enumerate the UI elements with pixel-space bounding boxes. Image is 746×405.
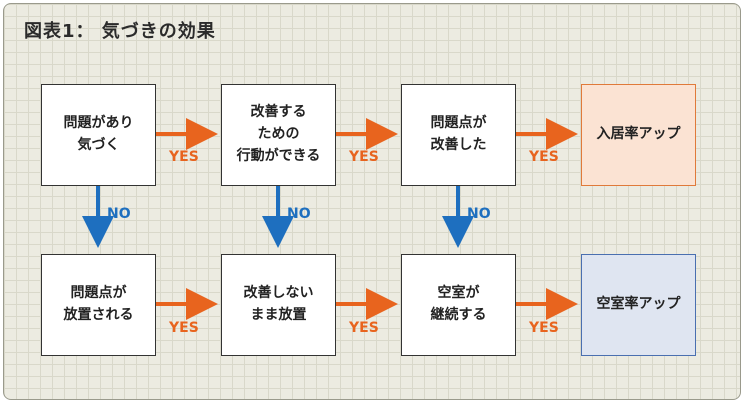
yes-label-top-3: YES — [529, 149, 559, 165]
diagram-title: 図表1： 気づきの効果 — [24, 21, 216, 42]
arrow-layer — [82, 118, 578, 320]
yes-label-bottom-1: YES — [169, 320, 199, 336]
box-occupancy-up: 入居率アップ — [581, 84, 696, 186]
box-problem-improved: 問題点が 改善した — [401, 84, 516, 186]
no-label-3: NO — [467, 206, 491, 222]
box-no-improvement: 改善しない まま放置 — [221, 254, 336, 356]
no-label-2: NO — [287, 206, 311, 222]
diagram-panel: 図表1： 気づきの効果 問題があり 気づく 改善する ための 行動ができる 問題… — [3, 3, 741, 400]
yes-label-bottom-2: YES — [349, 320, 379, 336]
box-improvement-action: 改善する ための 行動ができる — [221, 84, 336, 186]
box-problem-noticed: 問題があり 気づく — [41, 84, 156, 186]
no-label-1: NO — [107, 206, 131, 222]
box-vacancy-continues: 空室が 継続する — [401, 254, 516, 356]
yes-label-top-2: YES — [349, 149, 379, 165]
box-problem-left: 問題点が 放置される — [41, 254, 156, 356]
box-vacancy-up: 空室率アップ — [581, 254, 696, 356]
yes-label-top-1: YES — [169, 149, 199, 165]
yes-label-bottom-3: YES — [529, 320, 559, 336]
